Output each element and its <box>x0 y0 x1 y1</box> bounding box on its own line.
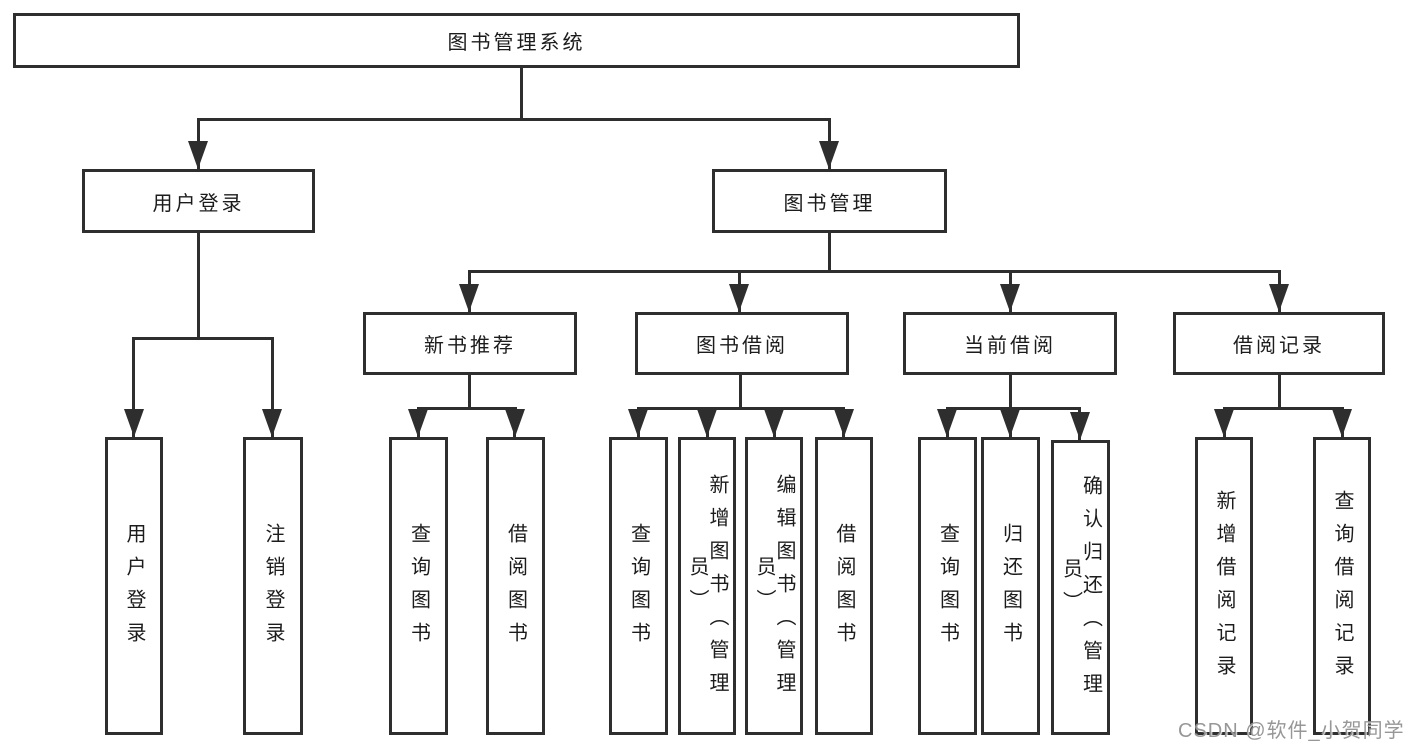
connector-root-trunk <box>520 68 523 118</box>
node-leaf-query-books: 查询图书 <box>918 437 977 735</box>
node-leaf-query-books: 查询图书 <box>609 437 668 735</box>
connector-login-trunk <box>197 233 200 337</box>
connector-records-trunk <box>1278 375 1281 407</box>
connector-current-trunk <box>1009 375 1012 407</box>
arrowhead-down-icon <box>188 141 208 169</box>
arrowhead-down-icon <box>937 409 957 437</box>
arrowhead-down-icon <box>124 409 144 437</box>
node-leaf-confirm-return-admin: 确认归还（管理员） <box>1051 440 1110 735</box>
connector-mgmt-trunk <box>828 233 831 270</box>
connector-borrow-trunk <box>739 375 742 407</box>
connector-login-bar <box>132 337 274 340</box>
arrowhead-down-icon <box>1214 409 1234 437</box>
node-leaf-query-books: 查询图书 <box>389 437 448 735</box>
node-leaf-edit-books-admin: 编辑图书（管理员） <box>745 437 803 735</box>
arrowhead-down-icon <box>834 409 854 437</box>
arrowhead-down-icon <box>262 409 282 437</box>
node-leaf-query-borrow-record: 查询借阅记录 <box>1313 437 1371 735</box>
arrowhead-down-icon <box>764 409 784 437</box>
node-leaf-add-books-admin: 新增图书（管理员） <box>678 437 736 735</box>
arrowhead-down-icon <box>1332 409 1352 437</box>
node-book-borrowing: 图书借阅 <box>635 312 849 375</box>
connector-rec-trunk <box>468 375 471 407</box>
connector-drop-login-leaf <box>132 337 135 437</box>
arrowhead-down-icon <box>1000 409 1020 437</box>
node-leaf-return-books: 归还图书 <box>981 437 1040 735</box>
arrowhead-down-icon <box>1070 412 1090 440</box>
node-new-book-recommend: 新书推荐 <box>363 312 577 375</box>
arrowhead-down-icon <box>819 141 839 169</box>
arrowhead-down-icon <box>459 284 479 312</box>
connector-borrow-bar <box>637 407 845 410</box>
node-borrow-records: 借阅记录 <box>1173 312 1385 375</box>
connector-records-bar <box>1223 407 1344 410</box>
arrowhead-down-icon <box>505 409 525 437</box>
arrowhead-down-icon <box>1269 284 1289 312</box>
node-book-management: 图书管理 <box>712 169 947 233</box>
node-library-management-system: 图书管理系统 <box>13 13 1020 68</box>
arrowhead-down-icon <box>408 409 428 437</box>
node-current-borrowing: 当前借阅 <box>903 312 1117 375</box>
node-leaf-logout: 注销登录 <box>243 437 303 735</box>
watermark: CSDN @软件_小贺同学 <box>1178 720 1405 742</box>
node-user-login: 用户登录 <box>82 169 315 233</box>
connector-mgmt-bar <box>468 270 1281 273</box>
arrowhead-down-icon <box>628 409 648 437</box>
connector-drop-logout-leaf <box>271 337 274 437</box>
node-leaf-add-borrow-record: 新增借阅记录 <box>1195 437 1253 735</box>
node-leaf-borrow-books: 借阅图书 <box>486 437 545 735</box>
arrowhead-down-icon <box>729 284 749 312</box>
arrowhead-down-icon <box>1000 284 1020 312</box>
node-leaf-borrow-books: 借阅图书 <box>815 437 873 735</box>
arrowhead-down-icon <box>697 409 717 437</box>
connector-current-bar <box>946 407 1081 410</box>
connector-rec-bar <box>417 407 517 410</box>
connector-root-bar <box>197 118 831 121</box>
node-leaf-user-login: 用户登录 <box>105 437 163 735</box>
